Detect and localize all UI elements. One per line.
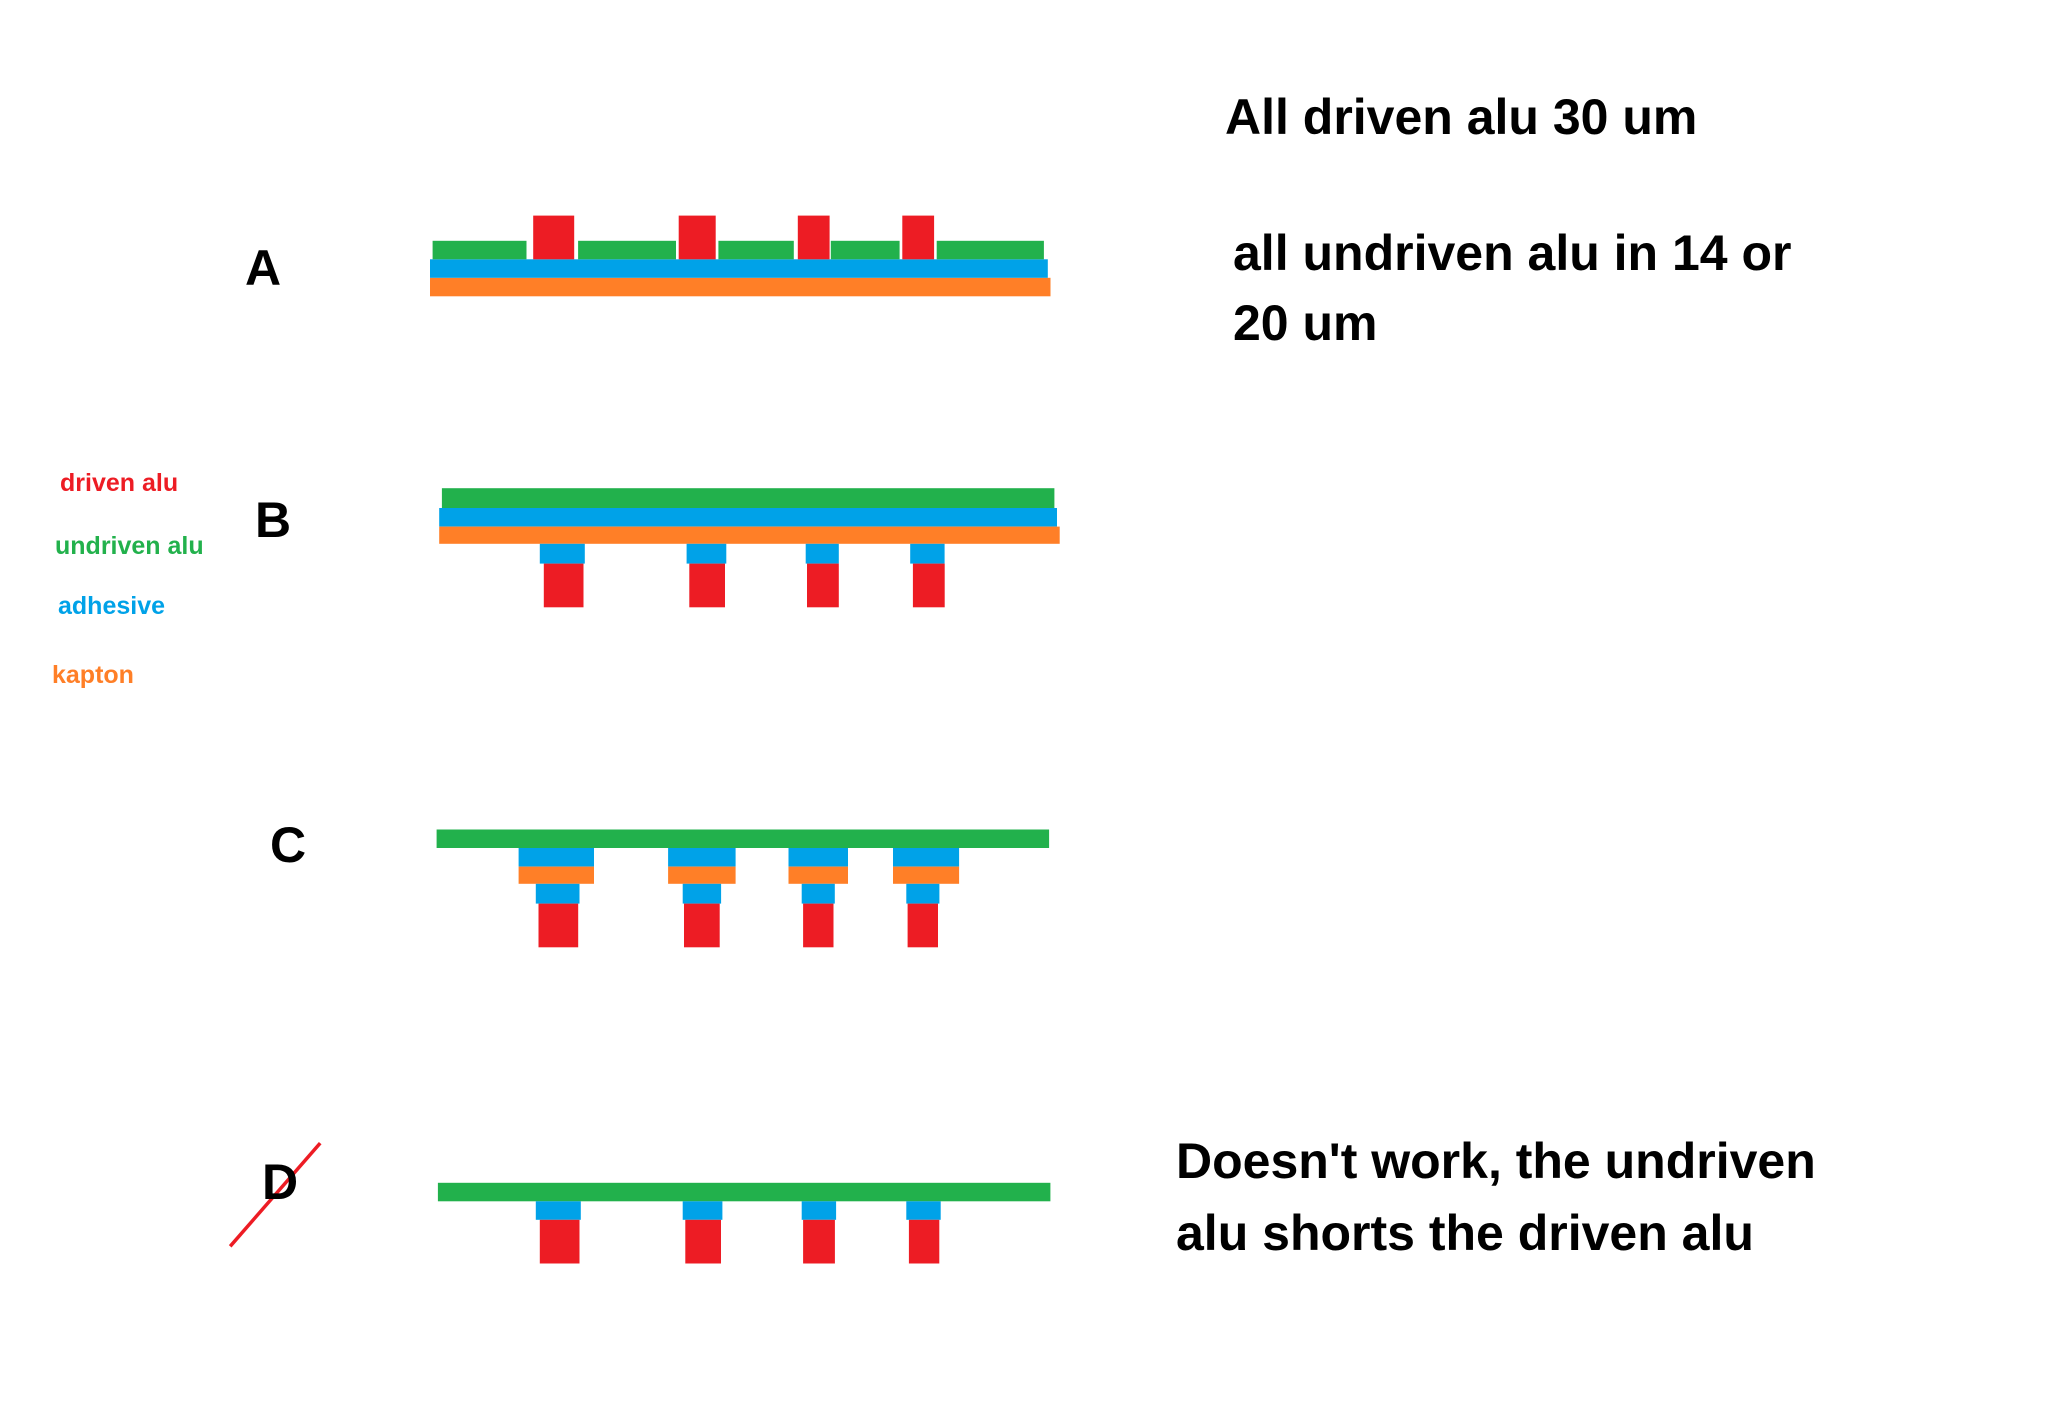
b-driven-alu-strip-3 [807,563,839,608]
c-lower-adhesive-pad-1 [535,883,580,904]
diagram-label-d: D [262,1154,299,1210]
d-undriven-alu-layer [437,1182,1051,1202]
legend-adhesive: adhesive [58,592,166,620]
c-kapton-pad-2 [668,866,736,884]
a-undriven-alu-segment-1 [432,240,527,260]
a-adhesive-layer [430,259,1048,278]
c-lower-adhesive-pad-2 [682,883,722,904]
d-adhesive-pad-1 [535,1201,581,1220]
a-driven-alu-strip-3 [797,215,830,260]
d-driven-alu-strip-4 [908,1219,940,1264]
c-driven-alu-strip-1 [538,903,579,948]
b-undriven-alu-layer [441,488,1055,508]
c-lower-adhesive-pad-4 [906,883,940,904]
note-driven-thickness: All driven alu 30 um [1225,89,1698,145]
c-kapton-pad-3 [788,866,848,884]
d-strike-through-mark [228,1141,322,1248]
a-undriven-alu-segment-4 [830,240,900,260]
c-lower-adhesive-pad-3 [801,883,835,904]
c-kapton-pad-4 [893,866,960,884]
c-upper-adhesive-pad-3 [788,848,848,867]
c-driven-alu-strip-3 [803,903,834,948]
c-upper-adhesive-pad-1 [518,848,594,867]
note-d-failure-line1: Doesn't work, the undriven [1176,1133,1816,1189]
note-undriven-thickness-line1: all undriven alu in 14 or [1233,225,1792,281]
a-undriven-alu-segment-3 [718,240,794,260]
a-driven-alu-strip-1 [533,215,575,260]
legend-kapton: kapton [52,661,134,689]
b-adhesive-pad-3 [805,543,839,564]
diagram-label-b: B [255,492,292,548]
a-driven-alu-strip-4 [902,215,935,260]
b-driven-alu-strip-4 [912,563,945,608]
c-undriven-alu-layer [436,829,1050,848]
note-d-failure-line2: alu shorts the driven alu [1176,1205,1754,1261]
diagram-label-c: C [270,817,307,873]
b-adhesive-pad-1 [539,543,585,564]
c-driven-alu-strip-4 [907,903,938,948]
c-upper-adhesive-pad-2 [668,848,736,867]
b-kapton-layer [439,526,1060,544]
a-driven-alu-strip-2 [678,215,716,260]
a-undriven-alu-segment-5 [936,240,1044,260]
legend-undriven-alu: undriven alu [55,532,204,560]
b-adhesive-layer [439,508,1057,527]
legend-driven-alu: driven alu [60,469,179,497]
b-driven-alu-strip-1 [543,563,584,608]
d-adhesive-pad-2 [682,1201,723,1220]
a-undriven-alu-segment-2 [578,240,676,260]
b-driven-alu-strip-2 [689,563,725,608]
d-driven-alu-strip-3 [803,1219,835,1264]
b-adhesive-pad-2 [686,543,727,564]
c-upper-adhesive-pad-4 [893,848,960,867]
c-kapton-pad-1 [518,866,594,884]
c-driven-alu-strip-2 [684,903,720,948]
d-driven-alu-strip-1 [539,1219,580,1264]
b-adhesive-pad-4 [910,543,945,564]
note-undriven-thickness-line2: 20 um [1233,295,1378,351]
d-driven-alu-strip-2 [685,1219,721,1264]
d-adhesive-pad-4 [906,1201,941,1220]
diagram-label-a: A [245,240,282,296]
d-adhesive-pad-3 [801,1201,837,1220]
a-kapton-layer [430,277,1051,297]
